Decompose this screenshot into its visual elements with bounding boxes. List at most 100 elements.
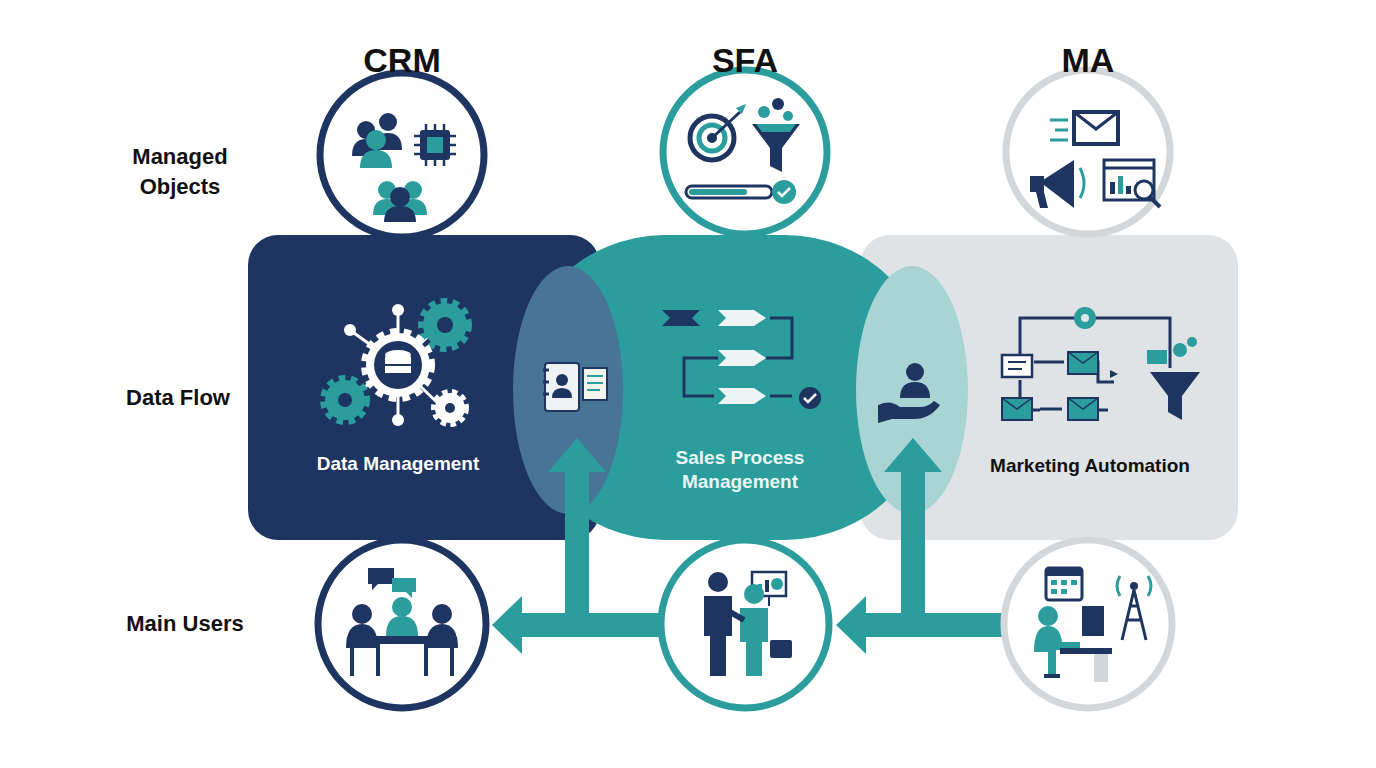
people-chip-icon-part <box>357 121 375 139</box>
email-flow-icon-part <box>1040 408 1062 411</box>
contact-book-icon-part <box>587 376 603 390</box>
process-chevrons-icon-part <box>718 350 766 366</box>
email-flow-icon-part-part <box>1068 352 1098 363</box>
email-megaphone-icon-part-part <box>1050 119 1068 122</box>
people-chip-icon-part-part <box>450 153 456 156</box>
desk-worker-icon-part <box>1046 568 1082 576</box>
target-funnel-icon-part <box>752 124 800 172</box>
target-funnel-icon-part <box>758 106 770 118</box>
gears-database-icon-part <box>345 310 445 420</box>
gears-database-icon-part <box>437 317 453 333</box>
target-funnel-icon-part <box>699 125 725 151</box>
meeting-icon-part <box>352 604 372 624</box>
handshake-icon-part <box>740 608 768 676</box>
people-chip-icon-part <box>352 139 380 156</box>
email-flow-icon-part <box>1074 307 1096 329</box>
email-flow-icon-part-part <box>1034 361 1064 364</box>
handshake-icon-part <box>752 572 786 596</box>
target-funnel-icon-part <box>712 112 740 138</box>
gears-database-icon-part <box>374 341 422 389</box>
row-label: Managed Objects <box>115 142 245 202</box>
people-chip-icon-part <box>374 133 402 150</box>
main-users-circle <box>318 540 1172 708</box>
gears-database-icon-part <box>392 304 404 316</box>
process-chevrons-icon <box>662 310 821 409</box>
managed-objects-circle-part <box>663 70 827 234</box>
email-flow-icon-part <box>1020 318 1170 410</box>
email-flow-icon-part-part <box>1002 398 1032 420</box>
desk-worker-icon-part <box>1034 626 1080 674</box>
contact-book-icon-part-part <box>587 375 603 377</box>
handshake-icon-part <box>758 584 762 592</box>
people-chip-icon-part-part <box>434 160 437 166</box>
process-chevrons-icon-part-part <box>770 395 792 398</box>
desk-worker-icon-part <box>1122 590 1146 640</box>
gears-database-icon-part <box>385 357 411 364</box>
gears-database-icon-part <box>445 403 455 413</box>
gears-database-icon-part <box>338 393 352 407</box>
desk-worker-icon-part-part <box>1071 580 1077 585</box>
meeting-icon-part <box>370 636 434 644</box>
meeting-icon-part <box>368 568 394 590</box>
target-funnel-icon-part <box>772 180 796 204</box>
panel-title: Sales Process Management <box>640 446 840 494</box>
email-flow-icon-part-part <box>1068 398 1098 409</box>
email-flow-icon-part <box>1008 362 1026 369</box>
handshake-icon-part <box>771 578 783 590</box>
people-chip-icon-part <box>427 137 443 153</box>
panel-title: Data Management <box>248 452 548 476</box>
gears-database-icon-part-part <box>397 310 400 365</box>
target-funnel-icon-part <box>686 186 772 198</box>
target-funnel-icon-part <box>707 133 717 143</box>
handshake-icon-part <box>770 640 792 658</box>
overlap-lens <box>513 266 968 514</box>
process-chevrons-icon-part <box>718 310 766 326</box>
people-chip-icon-part <box>378 181 396 199</box>
handshake-icon-part <box>708 572 728 592</box>
column-heading: SFA <box>645 40 845 80</box>
email-megaphone-icon-part <box>1104 167 1154 170</box>
person-hand-icon-part <box>878 401 940 423</box>
meeting-icon-part <box>432 604 452 624</box>
handshake-icon-part <box>730 612 744 620</box>
meeting-icon-part <box>386 616 418 636</box>
people-chip-icon-part <box>399 199 427 215</box>
contact-book-icon-part-part <box>543 393 549 396</box>
flow-arrow-part <box>565 468 589 637</box>
handshake-icon-part <box>768 596 770 606</box>
meeting-icon <box>346 568 458 676</box>
meeting-icon-part-part <box>350 648 354 676</box>
people-chip-icon-part <box>384 206 416 222</box>
people-chip-icon-part <box>404 181 422 199</box>
desk-worker-icon-part <box>1051 580 1077 594</box>
email-flow-icon-part-part <box>1008 368 1022 370</box>
process-chevrons-icon-part <box>799 387 821 409</box>
process-chevrons-icon-part-part <box>766 318 792 358</box>
people-chip-icon-part <box>379 113 397 131</box>
email-flow-icon-part <box>1002 355 1032 377</box>
people-chip-icon-part <box>414 124 456 166</box>
email-megaphone-icon-part <box>1080 168 1084 198</box>
managed-objects-circle-part <box>1006 70 1170 234</box>
row-label: Main Users <box>85 609 285 639</box>
gears-database-icon-part <box>366 333 430 397</box>
people-chip-icon-part-part <box>450 135 456 138</box>
email-flow-icon-part <box>1150 372 1200 420</box>
gears-database-icon-part <box>423 303 467 347</box>
desk-worker-icon-part <box>1094 654 1108 682</box>
people-chip-icon-part-part <box>425 124 428 130</box>
people-chip-icon-part-part <box>414 144 420 147</box>
gears-database-icon-part-part <box>350 330 398 365</box>
contact-book-icon-part <box>552 388 572 398</box>
people-chip-icon <box>352 113 456 222</box>
people-chip-icon-part-part <box>414 153 420 156</box>
managed-objects-circle-part <box>320 73 484 237</box>
process-chevrons-icon-part <box>684 318 792 396</box>
people-chip-icon-part-part <box>450 144 456 147</box>
email-megaphone-icon-part <box>1135 181 1153 199</box>
handshake-icon-part <box>744 584 764 604</box>
flow-arrow-part <box>492 596 522 654</box>
main-users-circle-part <box>661 540 829 708</box>
target-funnel-icon-part <box>736 104 746 114</box>
